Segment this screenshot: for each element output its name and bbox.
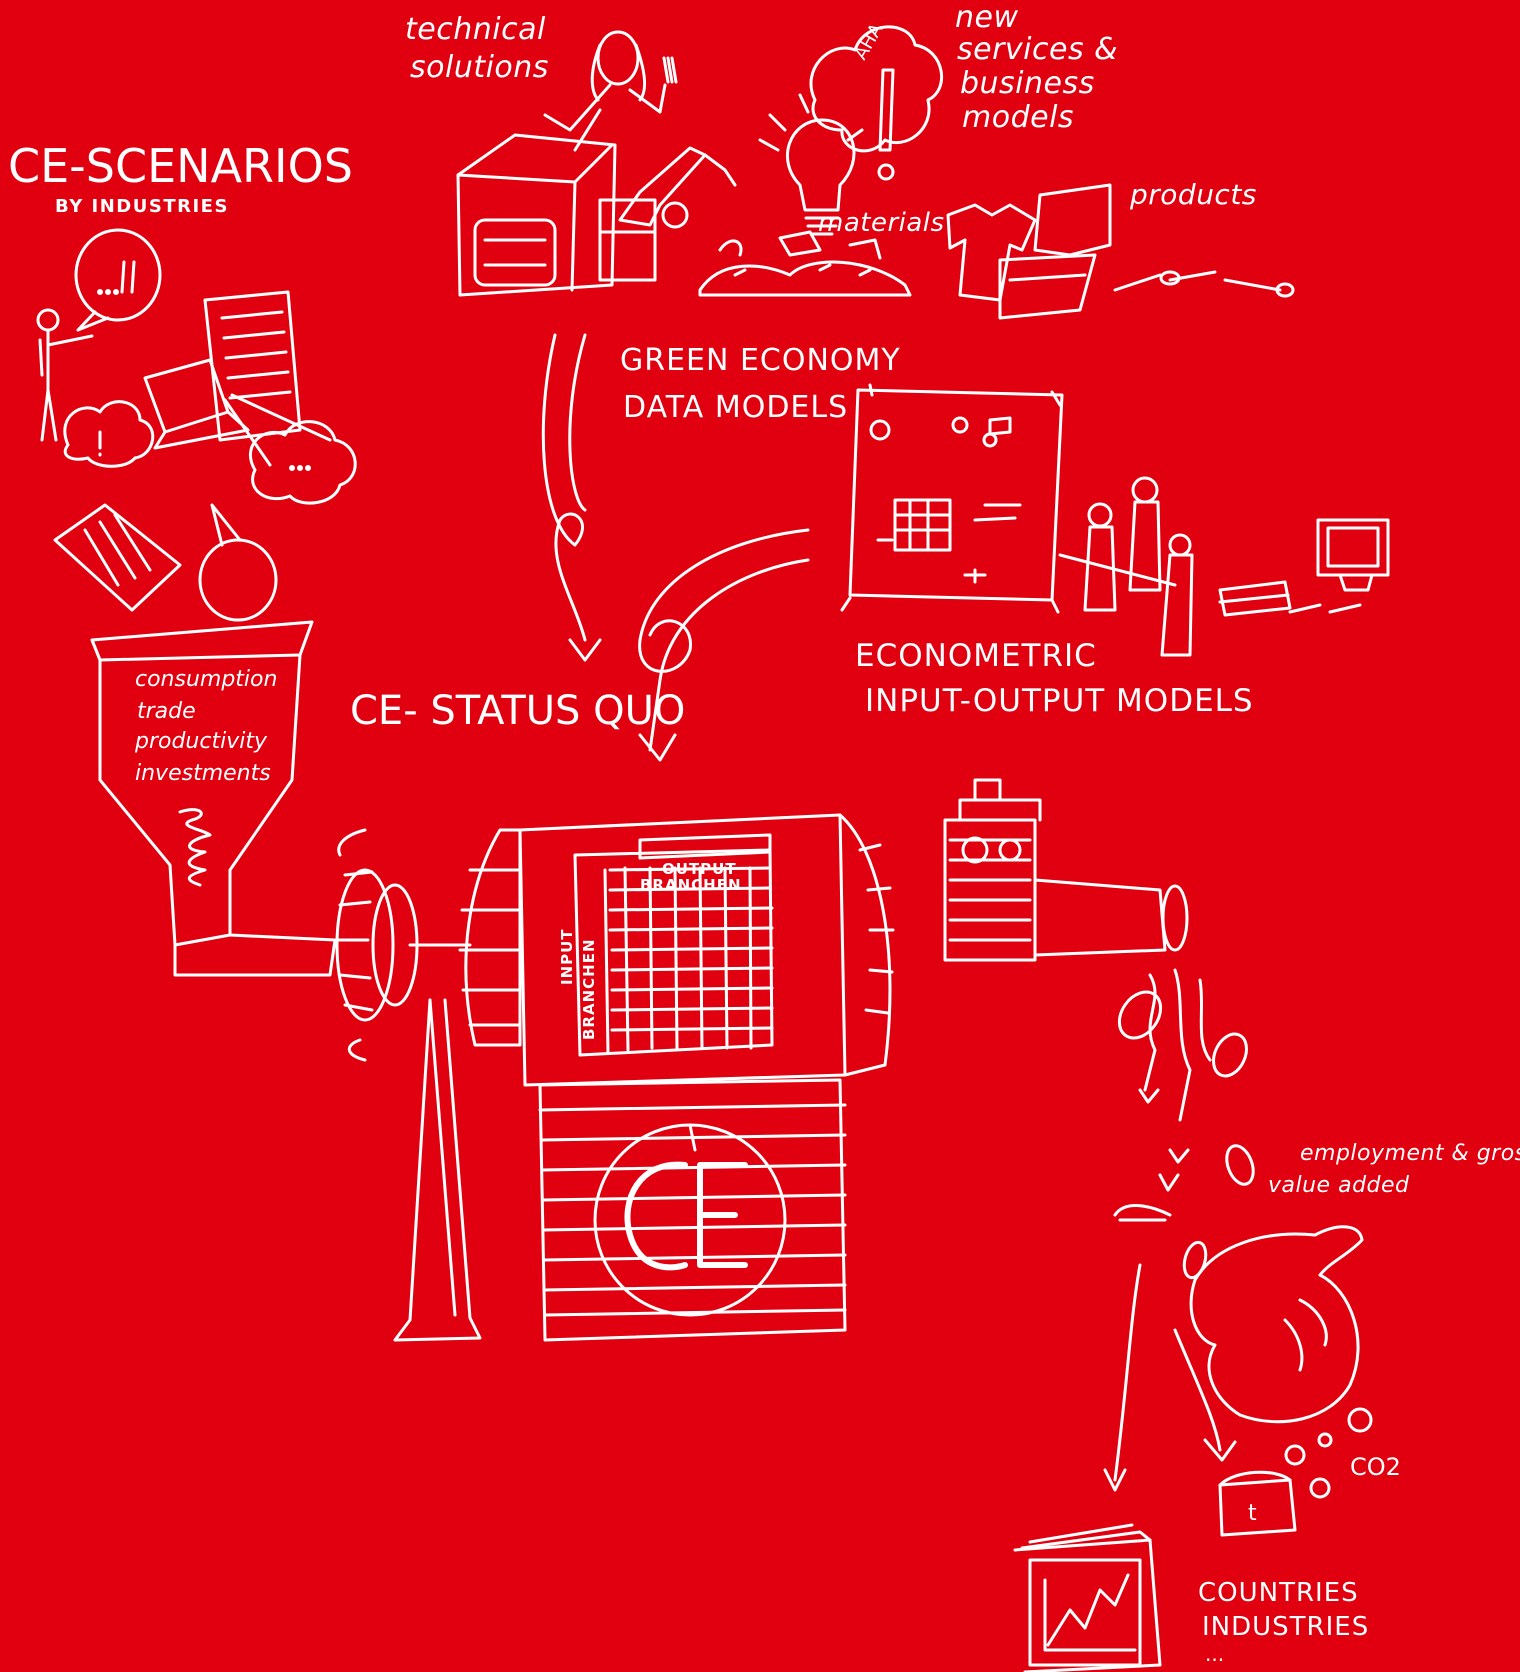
model-board <box>842 385 1062 612</box>
ellipsis-label: ... <box>1205 1644 1224 1665</box>
robot-arm-icon <box>600 148 735 280</box>
co2-label: CO2 <box>1350 1455 1401 1480</box>
countries-label: COUNTRIES <box>1198 1580 1359 1607</box>
hand-icon <box>1191 1227 1362 1422</box>
employment-line1: employment & gross <box>1300 1142 1520 1165</box>
new-services-line2: services & <box>957 34 1118 66</box>
thought-cloud-right <box>250 422 355 503</box>
technical-label-line1: technical <box>405 14 546 46</box>
laptop-icon <box>145 360 248 448</box>
by-industries-subtitle: BY INDUSTRIES <box>55 198 229 217</box>
document-icon <box>205 292 300 440</box>
crate-icon <box>458 135 615 295</box>
input-branchen-line2: BRANCHEN <box>582 938 598 1040</box>
econometric-line1: ECONOMETRIC <box>855 640 1097 673</box>
ce-scenarios-title: CE-SCENARIOS <box>8 142 353 190</box>
output-branchen-line2: BRANCHEN <box>640 878 742 894</box>
ce-status-quo-label: CE- STATUS QUO <box>350 690 685 732</box>
input-output-machine <box>460 815 893 1085</box>
funnel-item-productivity: productivity <box>135 730 267 753</box>
scenario-speech-bubble <box>76 230 160 330</box>
new-services-line1: new <box>955 2 1019 34</box>
shirt-icon <box>948 205 1035 300</box>
crank-gear <box>337 830 470 1060</box>
technical-label-line2: solutions <box>410 52 549 84</box>
green-economy-line2: DATA MODELS <box>623 392 848 424</box>
ce-logo <box>627 1165 745 1268</box>
materials-pile <box>700 232 910 295</box>
funnel-item-investments: investments <box>135 762 271 785</box>
funnel-speech-bubble <box>200 505 276 620</box>
funnel-item-trade: trade <box>137 700 196 723</box>
materials-label: materials <box>818 210 945 237</box>
woman-figure <box>545 32 676 150</box>
cutlery-icon <box>1115 272 1293 296</box>
machine-base <box>540 1080 845 1340</box>
coins-flow <box>1111 970 1258 1280</box>
green-economy-arrow <box>543 335 600 660</box>
falling-paper <box>55 505 180 610</box>
employment-line2: value added <box>1268 1174 1410 1197</box>
products-label: products <box>1130 180 1257 209</box>
thought-cloud-left <box>65 402 153 467</box>
industries-label: INDUSTRIES <box>1202 1614 1369 1641</box>
green-economy-line1: GREEN ECONOMY <box>620 345 901 377</box>
presenter-figure <box>38 310 92 440</box>
ton-label: t <box>1248 1502 1257 1525</box>
output-arrows <box>1105 1265 1235 1490</box>
econometric-line2: INPUT-OUTPUT MODELS <box>865 685 1254 718</box>
new-services-line4: models <box>962 102 1074 134</box>
chair-icon <box>1000 185 1110 318</box>
funnel-item-consumption: consumption <box>135 668 277 691</box>
team-figures <box>1060 478 1192 655</box>
computer-icon <box>1220 520 1388 615</box>
ton-weight-icon <box>1220 1472 1295 1535</box>
output-pipe <box>945 780 1187 960</box>
new-services-line3: business <box>960 68 1095 100</box>
input-branchen-line1: INPUT <box>560 928 576 985</box>
report-stack-icon <box>1015 1525 1160 1672</box>
machine-stand <box>395 1000 480 1340</box>
